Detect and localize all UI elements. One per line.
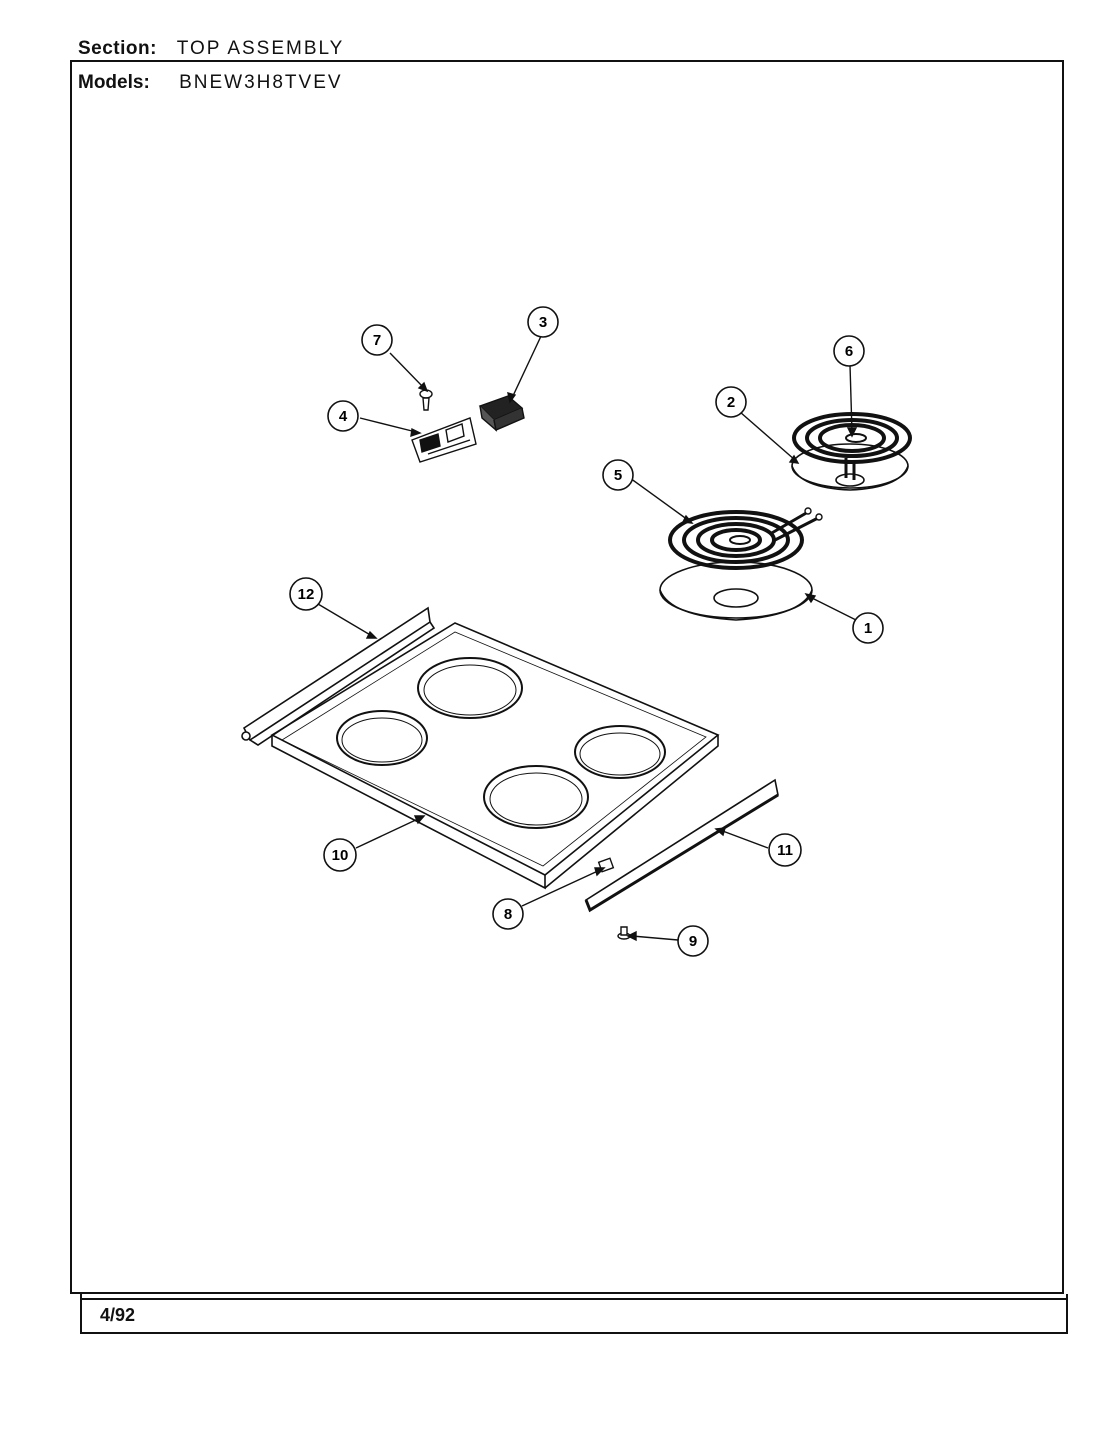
section-value: TOP ASSEMBLY: [176, 38, 345, 59]
svg-text:1: 1: [864, 620, 872, 637]
callout-9: 9: [677, 925, 709, 957]
svg-text:10: 10: [332, 847, 349, 864]
large-coil-element-part: [668, 507, 823, 570]
small-drip-bowl-part: [791, 443, 909, 491]
terminal-block-part: [411, 417, 477, 463]
svg-text:3: 3: [539, 314, 547, 331]
small-screw-part: [419, 389, 433, 411]
callout-1: 1: [852, 612, 884, 644]
callout-4: 4: [327, 400, 359, 432]
front-trim-part: [584, 778, 779, 913]
svg-text:9: 9: [689, 933, 697, 950]
svg-text:6: 6: [845, 343, 853, 360]
callout-3: 3: [527, 306, 559, 338]
footer-frame: [80, 1294, 1068, 1334]
callout-7: 7: [361, 324, 393, 356]
callout-11: 11: [768, 833, 802, 867]
svg-text:2: 2: [727, 394, 735, 411]
footer-divider: [80, 1298, 1068, 1300]
callout-8: 8: [492, 898, 524, 930]
drawing-frame: [70, 60, 1064, 1294]
svg-text:8: 8: [504, 906, 512, 923]
callout-10: 10: [323, 838, 357, 872]
large-drip-bowl-part: [659, 561, 813, 621]
models-heading: Models: BNEW3H8TVEV: [78, 72, 343, 94]
callout-6: 6: [833, 335, 865, 367]
leader-lines: [317, 333, 869, 942]
models-value: BNEW3H8TVEV: [179, 72, 343, 93]
svg-text:11: 11: [777, 842, 793, 859]
svg-text:4: 4: [339, 408, 348, 425]
revision-date: 4/92: [100, 1305, 136, 1325]
section-heading: Section: TOP ASSEMBLY: [78, 38, 344, 60]
terminal-cover-part: [478, 395, 525, 432]
callout-12: 12: [289, 577, 323, 611]
section-label: Section:: [78, 38, 157, 59]
svg-text:7: 7: [373, 332, 381, 349]
svg-text:12: 12: [298, 586, 315, 603]
callout-5: 5: [602, 459, 634, 491]
callout-2: 2: [715, 386, 747, 418]
rear-trim-part: [241, 606, 436, 746]
screw-part: [617, 926, 631, 940]
cooktop-part: [270, 622, 720, 890]
models-label: Models:: [78, 72, 150, 93]
svg-text:5: 5: [614, 467, 622, 484]
